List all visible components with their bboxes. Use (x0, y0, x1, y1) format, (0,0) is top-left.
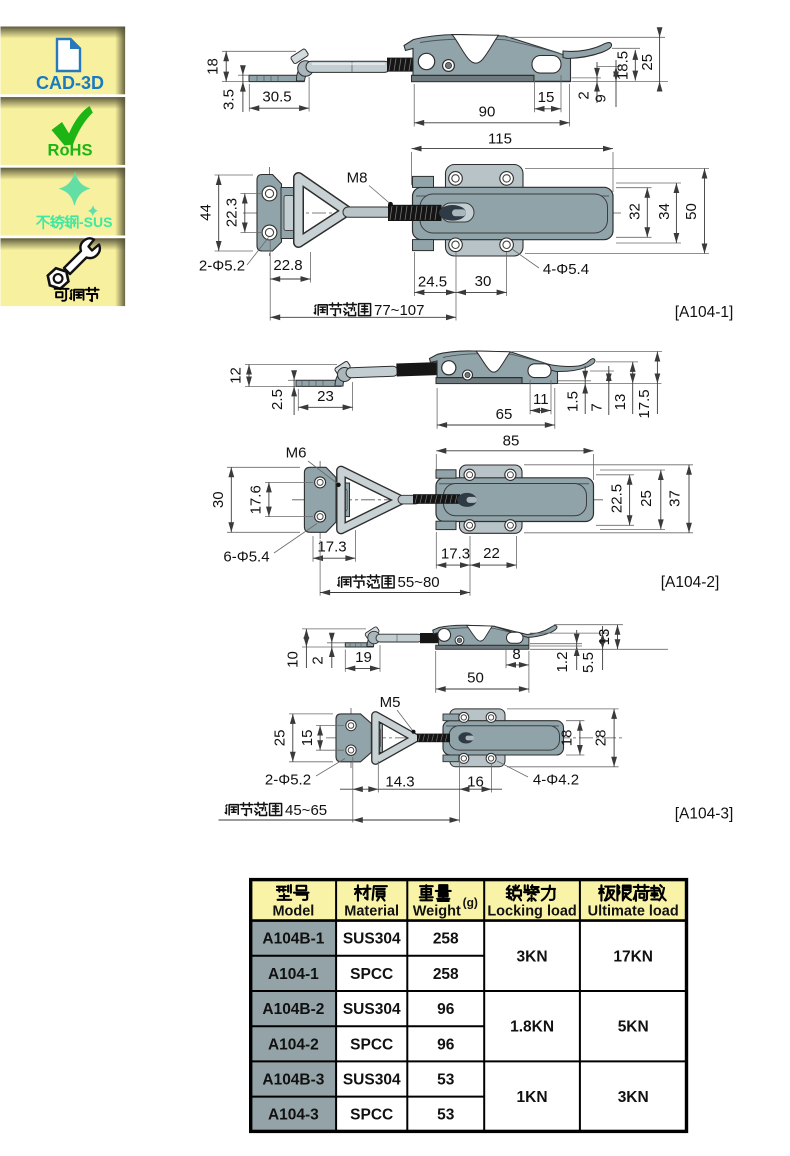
svg-text:17KN: 17KN (613, 948, 653, 965)
svg-text:(g): (g) (463, 896, 478, 910)
svg-text:6-Φ5.4: 6-Φ5.4 (223, 549, 269, 566)
svg-text:25: 25 (272, 730, 289, 747)
svg-text:4-Φ5.4: 4-Φ5.4 (543, 261, 589, 278)
svg-text:19: 19 (355, 649, 372, 666)
svg-text:1.5: 1.5 (565, 391, 582, 412)
svg-text:SUS304: SUS304 (343, 931, 401, 948)
svg-text:28: 28 (593, 730, 610, 747)
svg-text:85: 85 (503, 432, 520, 449)
svg-text:SPCC: SPCC (350, 1036, 393, 1053)
svg-text:23: 23 (317, 388, 334, 405)
svg-text:115: 115 (488, 130, 512, 147)
svg-text:2: 2 (310, 656, 327, 664)
svg-text:Model: Model (272, 904, 314, 920)
svg-text:SUS304: SUS304 (343, 1001, 401, 1018)
svg-text:50: 50 (467, 670, 484, 687)
svg-text:55~80: 55~80 (398, 574, 440, 591)
svg-text:53: 53 (437, 1072, 455, 1089)
svg-text:7: 7 (589, 403, 606, 411)
svg-text:17.3: 17.3 (441, 546, 470, 563)
svg-text:Weight: Weight (413, 904, 461, 920)
svg-text:8: 8 (512, 646, 520, 663)
svg-text:30: 30 (475, 273, 492, 290)
svg-text:45~65: 45~65 (285, 802, 327, 819)
svg-text:14.3: 14.3 (385, 773, 414, 790)
svg-text:[A104-3]: [A104-3] (675, 806, 734, 823)
svg-text:3KN: 3KN (618, 1089, 649, 1106)
svg-text:37: 37 (667, 490, 684, 507)
svg-text:17.5: 17.5 (636, 389, 653, 418)
svg-text:50: 50 (683, 203, 700, 220)
svg-text:1.2: 1.2 (554, 652, 571, 673)
svg-text:CAD-3D: CAD-3D (36, 73, 104, 93)
svg-text:10: 10 (285, 651, 302, 668)
svg-text:96: 96 (437, 1036, 455, 1053)
svg-text:A104B-2: A104B-2 (262, 1001, 324, 1018)
svg-text:2-Φ5.2: 2-Φ5.2 (265, 772, 311, 789)
svg-text:258: 258 (433, 966, 459, 983)
svg-text:A104B-1: A104B-1 (262, 931, 324, 948)
svg-text:SPCC: SPCC (350, 1107, 393, 1124)
svg-text:22.3: 22.3 (224, 198, 241, 227)
svg-text:Locking load: Locking load (487, 904, 576, 920)
svg-text:53: 53 (437, 1107, 455, 1124)
svg-text:3.5: 3.5 (221, 89, 238, 110)
svg-text:1.8KN: 1.8KN (510, 1019, 554, 1036)
svg-text:A104-3: A104-3 (268, 1107, 319, 1124)
svg-text:2-Φ5.2: 2-Φ5.2 (199, 258, 245, 275)
svg-text:2.5: 2.5 (269, 389, 286, 410)
svg-text:18: 18 (205, 58, 222, 75)
svg-text:12: 12 (228, 367, 245, 384)
svg-text:A104B-3: A104B-3 (262, 1072, 324, 1089)
svg-text:17.3: 17.3 (317, 539, 346, 556)
svg-text:3KN: 3KN (517, 948, 548, 965)
svg-text:18.5: 18.5 (615, 51, 632, 80)
svg-text:5.5: 5.5 (580, 652, 597, 673)
svg-text:15: 15 (538, 89, 555, 106)
svg-text:4-Φ4.2: 4-Φ4.2 (533, 772, 579, 789)
svg-text:SPCC: SPCC (350, 966, 393, 983)
svg-text:16: 16 (467, 773, 484, 790)
svg-text:[A104-2]: [A104-2] (661, 574, 720, 591)
svg-text:32: 32 (627, 203, 644, 220)
svg-text:44: 44 (198, 204, 215, 221)
svg-text:13: 13 (612, 394, 629, 411)
svg-text:Material: Material (344, 904, 399, 920)
svg-text:30: 30 (210, 491, 227, 508)
svg-text:M8: M8 (347, 170, 368, 187)
svg-text:22.5: 22.5 (609, 484, 626, 513)
svg-text:9: 9 (593, 94, 610, 102)
svg-text:90: 90 (479, 103, 496, 120)
svg-text:17.6: 17.6 (248, 485, 265, 514)
svg-text:Ultimate load: Ultimate load (588, 904, 679, 920)
svg-text:SUS304: SUS304 (343, 1072, 401, 1089)
svg-text:30.5: 30.5 (262, 89, 291, 106)
svg-text:18: 18 (559, 730, 576, 747)
svg-text:5KN: 5KN (618, 1019, 649, 1036)
svg-text:1KN: 1KN (517, 1089, 548, 1106)
svg-text:M5: M5 (380, 694, 401, 711)
svg-text:[A104-1]: [A104-1] (675, 304, 734, 321)
svg-text:258: 258 (433, 931, 459, 948)
svg-text:34: 34 (656, 203, 673, 220)
svg-text:24.5: 24.5 (418, 273, 447, 290)
svg-text:M6: M6 (286, 445, 307, 462)
svg-text:25: 25 (639, 54, 656, 71)
svg-text:-SUS: -SUS (79, 214, 112, 230)
svg-text:22.8: 22.8 (273, 257, 302, 274)
svg-text:2: 2 (576, 91, 593, 99)
svg-text:13: 13 (596, 629, 613, 646)
svg-text:RoHS: RoHS (48, 142, 93, 160)
svg-text:15: 15 (299, 730, 316, 747)
svg-text:65: 65 (496, 406, 513, 423)
svg-text:A104-1: A104-1 (268, 966, 319, 983)
svg-text:22: 22 (483, 545, 500, 562)
svg-text:96: 96 (437, 1001, 455, 1018)
svg-text:25: 25 (638, 490, 655, 507)
svg-text:11: 11 (533, 391, 549, 408)
svg-text:77~107: 77~107 (374, 302, 424, 319)
svg-text:A104-2: A104-2 (268, 1036, 319, 1053)
